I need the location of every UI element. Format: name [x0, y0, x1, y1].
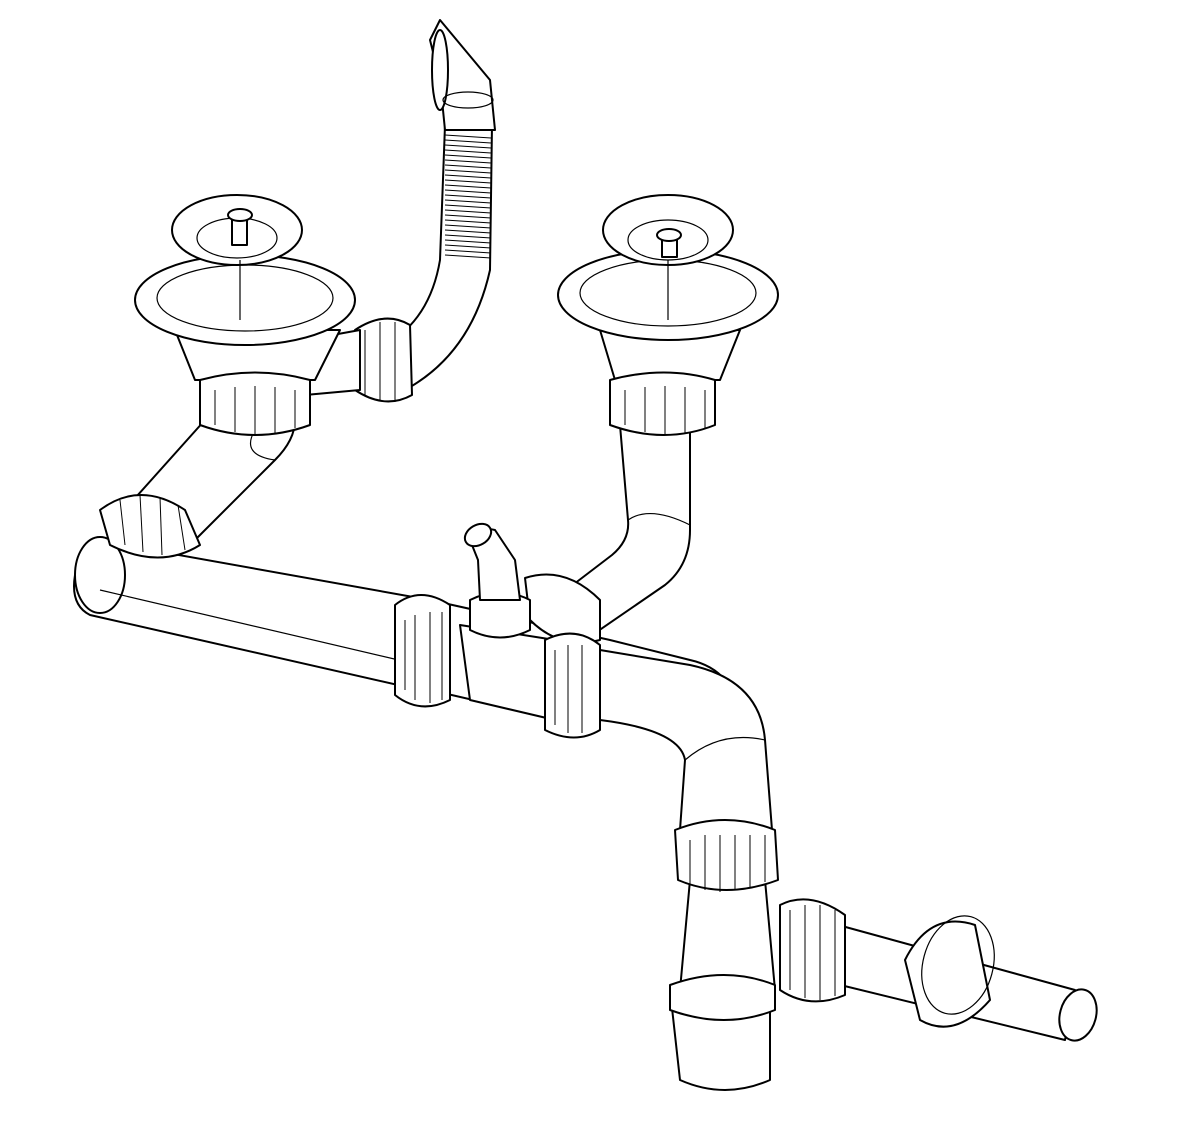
hose-rib — [444, 204, 492, 209]
hose-rib — [444, 194, 492, 199]
overflow-hose — [384, 19, 496, 396]
hose-rib — [444, 234, 492, 239]
dishwasher-spout — [463, 522, 531, 639]
outlet-elbow — [599, 649, 773, 831]
hose-rib — [444, 179, 492, 184]
hose-rib — [444, 229, 492, 234]
left-pipe-nut — [99, 494, 201, 559]
hose-rib — [444, 249, 492, 254]
overflow-nut — [354, 317, 413, 403]
hose-rib — [444, 254, 492, 259]
hose-rib — [444, 199, 492, 204]
bottle-trap — [669, 819, 779, 1091]
hose-rib — [444, 134, 492, 139]
hose-rib — [444, 239, 492, 244]
hose-rib — [444, 164, 492, 169]
horizontal-pipe — [73, 536, 431, 691]
hose-rib — [444, 214, 492, 219]
hose-rib — [444, 154, 492, 159]
hose-rib — [444, 169, 492, 174]
hose-rib — [444, 174, 492, 179]
hose-rib — [444, 149, 492, 154]
hose-rib — [444, 244, 492, 249]
hose-rib — [444, 219, 492, 224]
hose-rib — [444, 159, 492, 164]
hose-rib — [444, 144, 492, 149]
trap-outlet — [779, 898, 1098, 1042]
hose-rib — [444, 224, 492, 229]
hose-rib — [444, 139, 492, 144]
left-sink-strainer — [134, 194, 361, 436]
hose-rib — [444, 209, 492, 214]
right-sink-strainer — [557, 194, 779, 436]
hose-rib — [444, 184, 492, 189]
hose-rib — [444, 189, 492, 194]
